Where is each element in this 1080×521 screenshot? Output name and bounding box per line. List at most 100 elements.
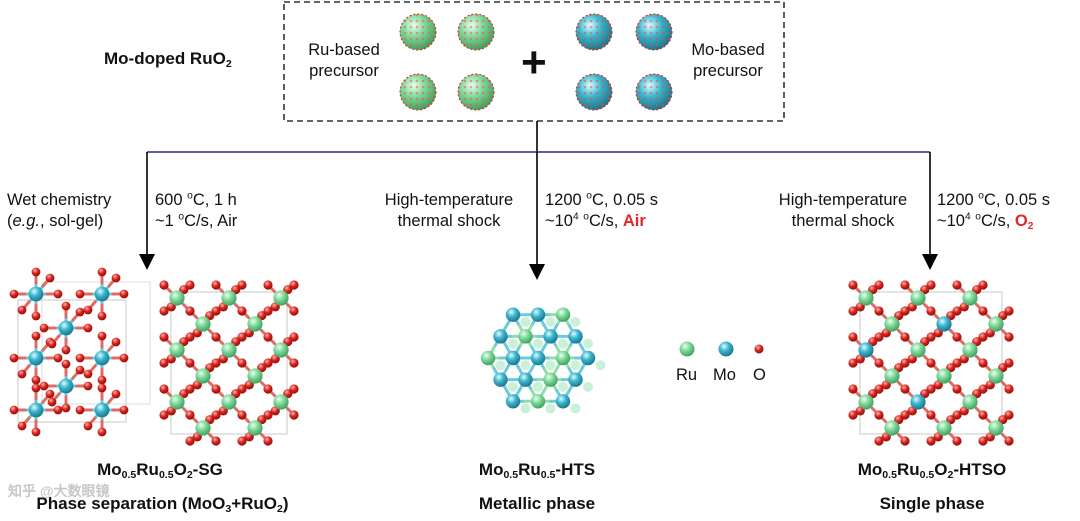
o-atom [61, 359, 71, 369]
o-atom [159, 384, 169, 394]
product-htso-phase: Single phase [879, 494, 985, 513]
mo-atom [493, 329, 508, 344]
single-phase-crystal-structure [848, 280, 1014, 446]
ru-atom-back-layer [558, 381, 568, 392]
o-atom [874, 358, 884, 368]
o-atom [53, 353, 63, 363]
mo-nanoparticle-4 [635, 73, 673, 111]
mo-nanoparticle-1 [575, 13, 613, 51]
o-atom [289, 332, 299, 342]
o-atom [119, 405, 129, 415]
legend-mo-atom [718, 341, 734, 357]
o-atom [185, 332, 195, 342]
o-atom [31, 267, 41, 277]
ru-atom-back-layer [583, 381, 593, 392]
metallic-crystal-structure [480, 307, 606, 414]
ru-atom-back-layer [583, 338, 593, 349]
o-atom [61, 403, 71, 413]
o-atom [75, 365, 85, 375]
ru-atom [518, 329, 533, 344]
ru-atom-back-layer [533, 338, 543, 349]
o-atom [211, 306, 221, 316]
o-atom [263, 306, 273, 316]
ru-atom [936, 368, 952, 384]
o-atom [31, 331, 41, 341]
o-atom [848, 410, 858, 420]
precursor-box [283, 1, 785, 122]
mo-atom [505, 394, 521, 409]
legend-mo-label: Mo [713, 366, 736, 384]
o-atom [61, 345, 71, 355]
o-atom [75, 289, 85, 299]
ru-atom-back-layer [545, 403, 556, 414]
o-atom [900, 306, 910, 316]
o-atom [31, 375, 41, 385]
o-atom [978, 436, 988, 446]
ru-atom [247, 368, 263, 384]
o-atom [237, 332, 247, 342]
ru-atom [988, 316, 1004, 332]
ru-atom-back-layer [508, 381, 518, 392]
ru-atom [247, 316, 263, 332]
o-atom [17, 305, 27, 315]
ru-atom [195, 316, 211, 332]
o-atom [31, 383, 41, 393]
o-atom [97, 267, 107, 277]
ru-atom [555, 307, 571, 322]
ru-atom [543, 372, 558, 387]
o-atom [185, 306, 195, 316]
o-atom [952, 332, 962, 342]
mo-atom [568, 372, 583, 387]
o-atom [289, 410, 299, 420]
o-atom [31, 427, 41, 437]
o-atom [159, 280, 169, 290]
o-atom [185, 384, 195, 394]
o-atom [9, 405, 19, 415]
product-hts-phase: Metallic phase [478, 494, 596, 513]
o-atom [39, 381, 49, 391]
ru-atom [169, 342, 185, 358]
ru-atom [221, 342, 237, 358]
ruo2-crystal-structure [159, 280, 299, 446]
o-atom [237, 436, 247, 446]
o-atom [952, 410, 962, 420]
ru-atom [247, 420, 263, 436]
o-atom [900, 410, 910, 420]
ru-atom [988, 368, 1004, 384]
legend-o-atom [754, 344, 764, 354]
ru-atom [910, 290, 926, 306]
o-atom [874, 280, 884, 290]
ru-atom-back-layer [520, 403, 531, 414]
o-atom [263, 384, 273, 394]
legend-ru-label: Ru [676, 366, 698, 384]
ru-atom-back-layer [520, 360, 531, 371]
ru-nanoparticle-3 [399, 73, 437, 111]
legend-ru-atom [679, 341, 695, 357]
o-atom [159, 332, 169, 342]
mo-atom [936, 316, 952, 332]
o-atom [159, 358, 169, 368]
o-atom [848, 384, 858, 394]
ru-atom [273, 394, 289, 410]
o-atom [926, 436, 936, 446]
o-atom [263, 358, 273, 368]
o-atom [47, 397, 57, 407]
o-atom [237, 280, 247, 290]
o-atom [83, 323, 93, 333]
o-atom [289, 306, 299, 316]
o-atom [874, 332, 884, 342]
o-atom [900, 436, 910, 446]
ru-atom [555, 350, 571, 366]
mo-atom [493, 372, 508, 387]
ru-atom-back-layer [570, 403, 581, 414]
o-atom [874, 384, 884, 394]
o-atom [53, 405, 63, 415]
mo-atom [543, 329, 558, 344]
o-atom [978, 280, 988, 290]
o-atom [952, 280, 962, 290]
o-atom [75, 353, 85, 363]
o-atom [874, 410, 884, 420]
o-atom [83, 369, 93, 379]
